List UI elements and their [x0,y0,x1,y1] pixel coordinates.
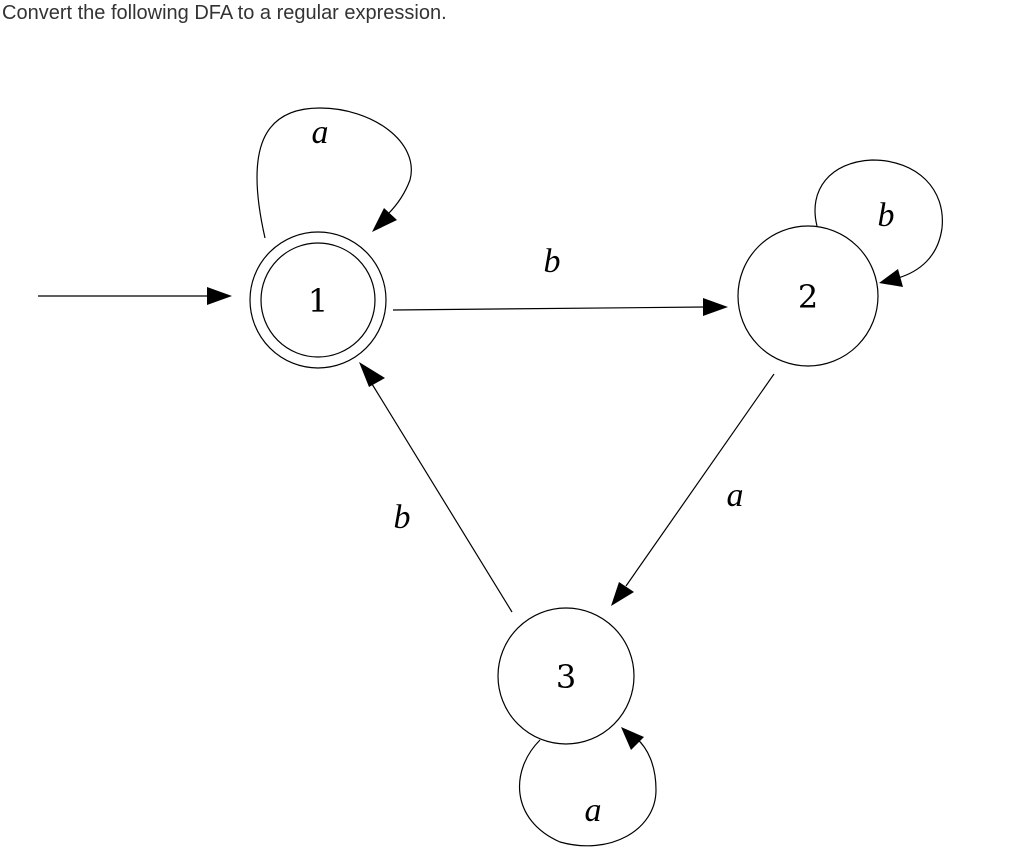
accepting-ring [260,242,376,358]
transition-1-2: b [392,243,728,316]
transition-1-2-label: b [544,243,561,280]
state-2-label: 2 [798,278,818,316]
transition-2-3: a [611,373,775,606]
start-arrow [38,287,232,305]
state-2: 2 [737,225,879,367]
state-1: 1 [249,231,387,369]
state-3-label: 3 [556,658,576,696]
transition-3-1-label: b [394,499,411,536]
transition-3-3: a [518,727,657,847]
state-3: 3 [497,607,635,745]
question-text: Convert the following DFA to a regular e… [2,2,447,24]
transition-2-2-label: b [878,197,895,234]
transition-3-1: b [359,362,513,613]
state-1-label: 1 [308,282,328,320]
transition-2-2: b [814,159,943,287]
transition-1-1: a [256,107,412,239]
transition-1-1-label: a [312,114,329,151]
transition-3-3-label: a [585,792,602,829]
transition-2-3-label: a [727,477,744,514]
